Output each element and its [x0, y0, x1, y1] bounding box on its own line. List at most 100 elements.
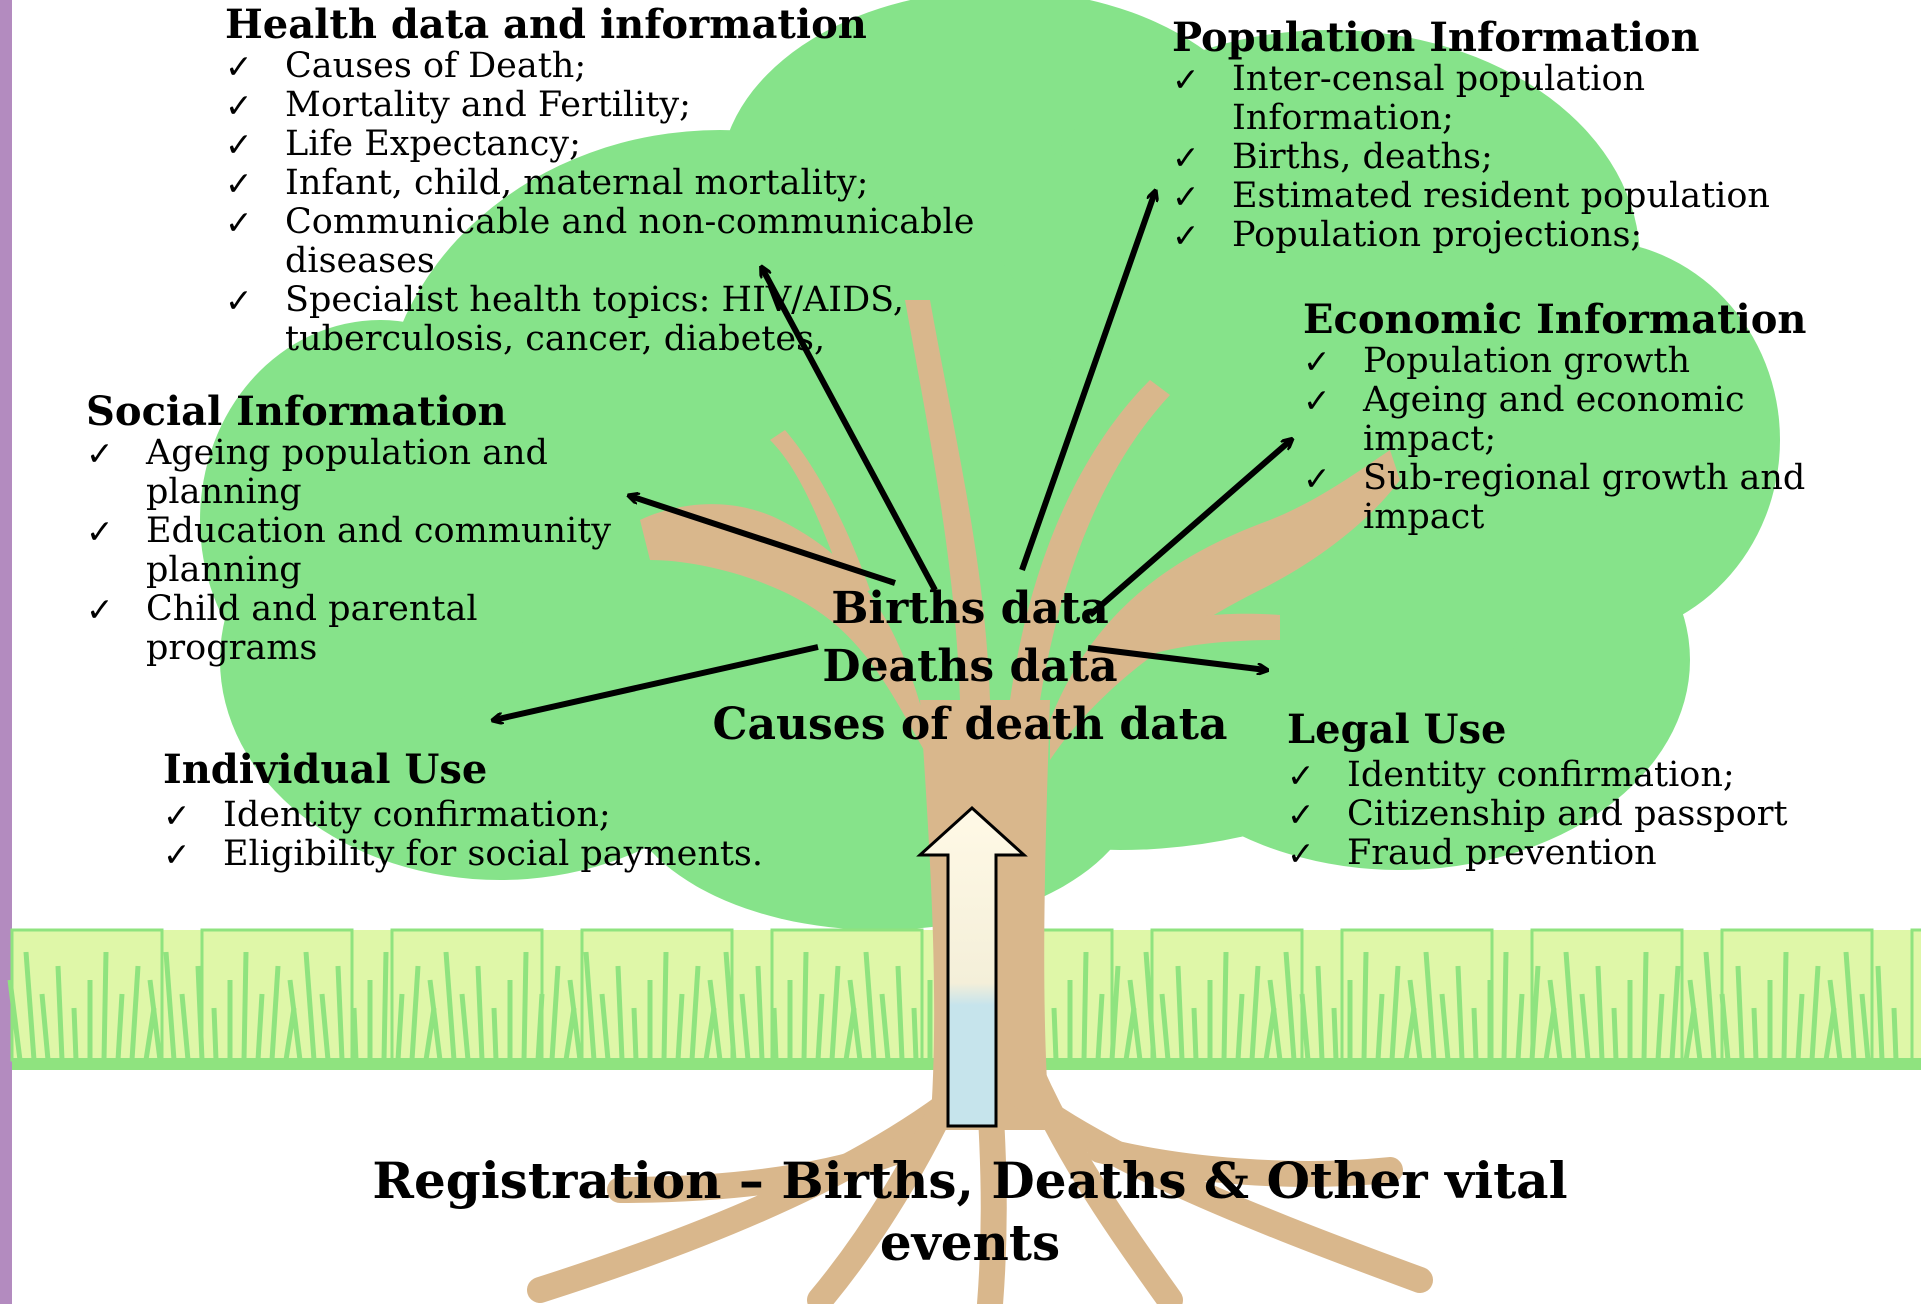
- connector-arrows: [494, 192, 1291, 720]
- legal-section: Legal Use ✓Identity confirmation;✓Citize…: [1287, 706, 1807, 874]
- grass-blade: [1859, 993, 1871, 1061]
- checkmark-icon: ✓: [1172, 60, 1200, 99]
- grass-blade: [739, 993, 751, 1061]
- list-item: ✓Ageing population and planning: [86, 434, 646, 512]
- list-item: ✓ Identity confirmation;: [163, 795, 783, 836]
- list-item-text: Communicable and non-communicable diseas…: [285, 202, 975, 281]
- list-item-text: Identity confirmation;: [223, 795, 611, 835]
- grass-blade: [129, 965, 141, 1061]
- grass-frame: [10, 928, 164, 1062]
- checkmark-icon: ✓: [1303, 459, 1331, 498]
- grass-frame: [1150, 928, 1304, 1062]
- grass-blade: [1641, 951, 1649, 1061]
- list-item: ✓Education and community planning: [86, 512, 646, 590]
- list-item-text: Fraud prevention: [1347, 833, 1657, 873]
- grass-blade: [895, 965, 905, 1061]
- grass-frame: [390, 928, 544, 1062]
- list-item-text: Infant, child, maternal mortality;: [285, 163, 869, 203]
- grass-blade: [241, 951, 249, 1061]
- grass-blade: [1703, 951, 1717, 1061]
- list-item: ✓Inter-censal population Information;: [1172, 60, 1772, 138]
- grass-blade: [1579, 993, 1591, 1061]
- grass-blade: [1095, 993, 1105, 1061]
- list-item: ✓Estimated resident population: [1172, 177, 1772, 217]
- checkmark-icon: ✓: [1287, 834, 1315, 873]
- arrow-to-legal: [1087, 645, 1266, 670]
- grass-blade: [319, 993, 331, 1061]
- grass-frame: [1910, 928, 1921, 1062]
- list-item-text: Ageing population and planning: [146, 433, 548, 512]
- grass-blade: [1781, 951, 1789, 1061]
- grass-blade: [615, 965, 625, 1061]
- list-item: ✓ Infant, child, maternal mortality;: [225, 163, 1025, 204]
- list-item-text: Mortality and Fertility;: [285, 85, 691, 125]
- grass-blade: [163, 951, 177, 1061]
- list-item: ✓Eligibility for social payments.: [163, 835, 783, 875]
- grass-blade: [179, 993, 191, 1061]
- tree-foliage: [200, 0, 1780, 930]
- social-section: Social Information ✓Ageing population an…: [86, 390, 646, 668]
- economic-section: Economic Information ✓Population growth✓…: [1303, 298, 1823, 537]
- list-item-text: Specialist health topics: HIV/AIDS, tube…: [285, 280, 904, 359]
- health-section: Health data and information ✓Causes of D…: [225, 3, 1025, 359]
- legal-heading: Legal Use: [1287, 706, 1507, 753]
- grass-blade: [1407, 979, 1423, 1061]
- grass-blade: [863, 951, 877, 1061]
- list-item: ✓Child and parental programs: [86, 590, 646, 668]
- grass-blade: [815, 993, 825, 1061]
- list-item: ✓Births, deaths;: [1172, 137, 1772, 178]
- list-item: ✓ Communicable and non-communicable disea…: [225, 203, 1025, 281]
- grass-blade: [71, 1007, 79, 1061]
- grass-blade: [147, 979, 163, 1061]
- grass-blade: [521, 951, 529, 1061]
- grass-blade: [1735, 965, 1745, 1061]
- checkmark-icon: ✓: [1287, 795, 1315, 834]
- grass-blade: [707, 979, 723, 1061]
- grass-blade: [1081, 951, 1089, 1061]
- grass-blade: [661, 951, 669, 1061]
- grass-blade: [1051, 1007, 1059, 1061]
- arrow-to-health: [762, 268, 938, 592]
- individual-section: Individual Use ✓Identity confirmation;✓E…: [163, 748, 783, 875]
- grass-blade: [1655, 993, 1665, 1061]
- health-list: ✓Causes of Death;✓Mortality and Fertilit…: [225, 47, 1025, 359]
- grass-blade: [879, 993, 891, 1061]
- grass-blades: [7, 928, 1921, 1062]
- grass-blade: [1669, 965, 1681, 1061]
- grass-blade: [1423, 951, 1437, 1061]
- grass-blade: [1875, 965, 1885, 1061]
- grass-blade: [1611, 1007, 1619, 1061]
- checkmark-icon: ✓: [225, 203, 253, 242]
- list-item-text: Sub-regional growth and impact: [1363, 458, 1806, 537]
- checkmark-icon: ✓: [225, 86, 253, 125]
- grass-blade: [459, 993, 471, 1061]
- economic-list: ✓Population growth✓Ageing and economic i…: [1303, 342, 1823, 537]
- list-item-text: Births, deaths;: [1232, 137, 1493, 177]
- grass-blade: [1795, 993, 1805, 1061]
- checkmark-icon: ✓: [163, 835, 191, 874]
- list-item: ✓Citizenship and passport: [1287, 795, 1807, 835]
- checkmark-icon: ✓: [163, 796, 191, 835]
- grass-blade: [55, 965, 65, 1061]
- grass-blade: [675, 993, 685, 1061]
- grass-blade: [911, 1007, 919, 1061]
- checkmark-icon: ✓: [1287, 756, 1315, 795]
- grass-blade: [1221, 951, 1229, 1061]
- left-edge-band: [0, 0, 12, 1304]
- grass-blade: [1595, 965, 1605, 1061]
- checkmark-icon: ✓: [86, 590, 114, 629]
- social-list: ✓Ageing population and planning✓Educatio…: [86, 434, 646, 668]
- grass-frame: [1340, 928, 1494, 1062]
- list-item-text: Population projections;: [1232, 215, 1643, 255]
- legal-list: ✓Identity confirmation;✓Citizenship and …: [1287, 756, 1807, 874]
- population-list: ✓Inter-censal population Information;✓Bi…: [1172, 60, 1772, 256]
- arrow-to-economic: [1088, 440, 1291, 618]
- checkmark-icon: ✓: [225, 164, 253, 203]
- list-item: ✓Population projections;: [1172, 215, 1772, 256]
- grass-blade: [1809, 965, 1821, 1061]
- arrow-to-individual: [494, 644, 819, 720]
- grass-blade: [115, 993, 125, 1061]
- grass-blade: [409, 965, 421, 1061]
- grass-blade: [599, 993, 611, 1061]
